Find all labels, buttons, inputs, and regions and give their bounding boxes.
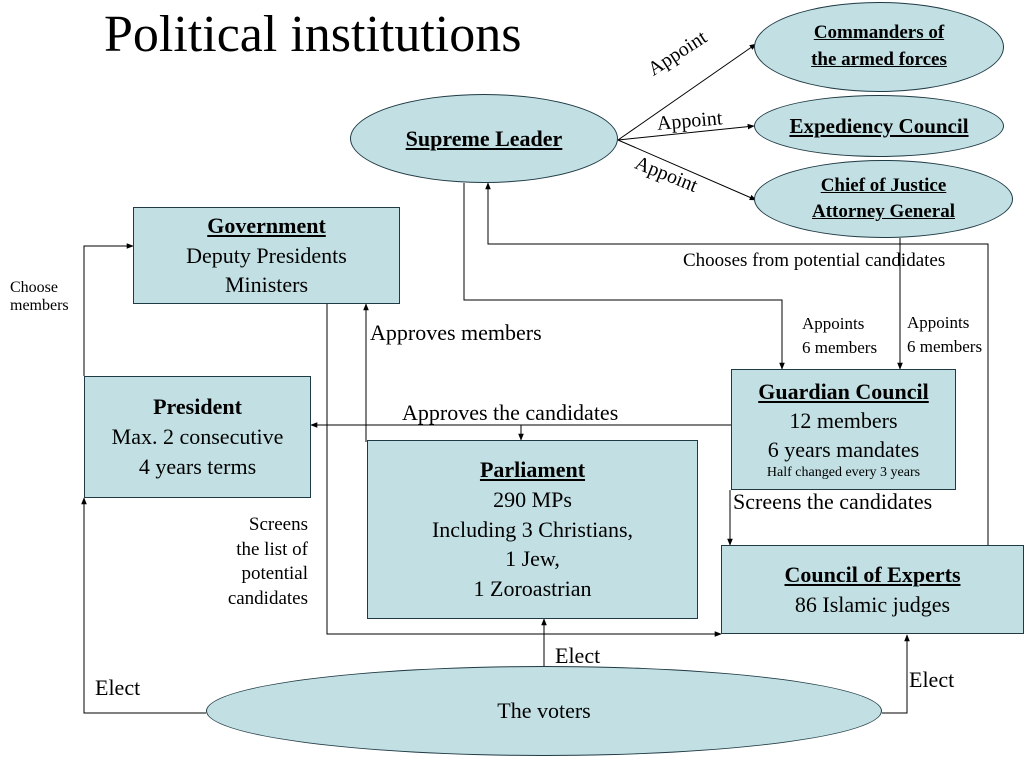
edge-leader-expediency <box>617 123 755 141</box>
government-title: Government <box>207 212 326 238</box>
node-council-of-experts: Council of Experts 86 Islamic judges <box>721 545 1024 634</box>
node-commanders: Commanders of the armed forces <box>754 2 1004 92</box>
president-line-1: Max. 2 consecutive <box>111 424 284 450</box>
voters-title: The voters <box>497 698 591 723</box>
edge-leader-commanders <box>617 43 757 141</box>
parliament-line-4: 1 Zoroastrian <box>473 576 592 602</box>
node-chief-of-justice: Chief of Justice Attorney General <box>754 160 1013 238</box>
page-title: Political institutions <box>104 6 522 63</box>
node-expediency-council: Expediency Council <box>754 95 1004 157</box>
guardian-line-2: 6 years mandates <box>767 436 920 462</box>
experts-line-1: 86 Islamic judges <box>794 591 951 617</box>
label-appoints-right-line-1: Appoints <box>907 313 970 332</box>
label-elect-president: Elect <box>95 675 141 700</box>
label-choose-members-line-1: Choose <box>10 279 58 296</box>
president-line-2: 4 years terms <box>138 453 257 479</box>
edge-leader-guardian <box>463 183 785 370</box>
guardian-line-1: 12 members <box>789 407 898 433</box>
label-approves-candidates: Approves the candidates <box>402 400 619 425</box>
node-parliament: Parliament 290 MPs Including 3 Christian… <box>367 440 698 619</box>
parliament-title: Parliament <box>479 457 586 483</box>
node-president: President Max. 2 consecutive 4 years ter… <box>84 376 311 498</box>
label-screens-candidates: Screens the candidates <box>733 489 933 514</box>
edge-government-experts <box>326 304 722 637</box>
commanders-title-line-2: the armed forces <box>811 49 947 70</box>
justice-title-line-2: Attorney General <box>812 201 955 222</box>
edge-voters-president <box>81 497 206 714</box>
government-line-2: Ministers <box>224 272 309 298</box>
label-appoints-left: Appoints 6 members <box>802 312 877 360</box>
parliament-line-2: Including 3 Christians, <box>431 516 634 542</box>
label-screens-list-line-1: Screens <box>248 514 308 535</box>
parliament-line-1: 290 MPs <box>493 486 572 512</box>
government-line-1: Deputy Presidents <box>186 242 347 268</box>
label-chooses-candidates: Chooses from potential candidates <box>683 250 946 271</box>
label-choose-members: Choose members <box>10 279 69 316</box>
edge-president-government <box>83 243 134 376</box>
experts-title: Council of Experts <box>784 561 961 587</box>
node-voters: The voters <box>206 666 882 756</box>
commanders-title-line-1: Commanders of <box>813 22 945 44</box>
label-screens-list-line-4: candidates <box>227 588 308 610</box>
node-government: Government Deputy Presidents Ministers <box>133 207 400 304</box>
president-title: President <box>153 394 242 420</box>
node-supreme-leader: Supreme Leader <box>350 94 618 183</box>
label-appoints-right-line-2: 6 members <box>907 336 983 356</box>
supreme-leader-title: Supreme Leader <box>405 125 563 151</box>
expediency-title: Expediency Council <box>789 113 969 138</box>
parliament-line-3: 1 Jew, <box>505 546 560 572</box>
guardian-title: Guardian Council <box>758 378 929 404</box>
justice-title-line-1: Chief of Justice <box>820 175 947 197</box>
edge-experts-leader <box>485 182 989 545</box>
label-screens-list-line-3: potential <box>241 563 308 585</box>
label-appoints-right: Appoints 6 members <box>907 311 982 359</box>
label-elect-experts: Elect <box>909 667 955 692</box>
label-screens-list: Screens the list of potential candidates <box>200 513 308 612</box>
label-elect-parliament: Elect <box>555 643 601 668</box>
edge-leader-justice <box>617 139 757 201</box>
label-approves-members: Approves members <box>370 320 542 345</box>
guardian-note: Half changed every 3 years <box>766 464 921 480</box>
label-choose-members-line-2: members <box>10 297 69 315</box>
label-screens-list-line-2: the list of <box>236 538 308 560</box>
label-appoints-left-line-1: Appoints <box>802 314 865 333</box>
label-appoints-left-line-2: 6 members <box>802 337 878 357</box>
node-guardian-council: Guardian Council 12 members 6 years mand… <box>731 369 956 490</box>
edge-voters-experts <box>882 634 910 714</box>
